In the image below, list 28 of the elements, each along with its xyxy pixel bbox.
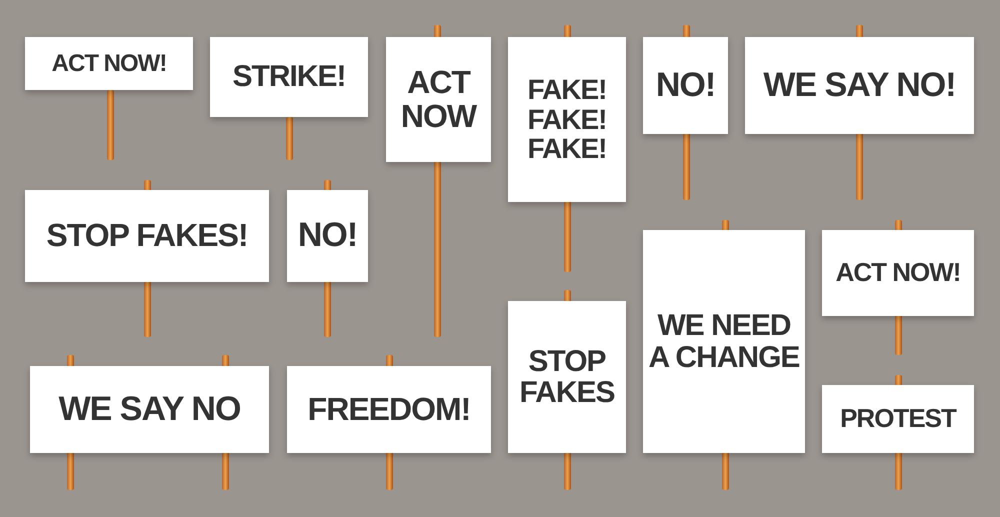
protest-sign [386,37,491,162]
sign-slogan: WE SAY NO! [763,68,956,104]
sign-slogan: NO! [298,218,358,254]
protest-sign [643,37,728,134]
sign-slogan: ACT NOW [400,66,478,134]
protest-sign [210,37,368,117]
sign-slogan: ACT NOW! [836,259,960,287]
sign-slogan: NO! [656,68,716,104]
sign-slogan: STRIKE! [232,61,346,93]
protest-sign [508,301,626,453]
protest-sign [745,37,974,134]
protest-sign [30,366,269,453]
sign-slogan: FREEDOM! [308,392,470,426]
sign-slogan: ACT NOW! [52,50,166,76]
protest-sign [25,37,193,90]
sign-slogan: WE NEED A CHANGE [648,310,800,373]
sign-slogan: PROTEST [840,405,956,433]
protest-sign [287,190,368,282]
protest-sign [287,366,491,453]
sign-slogan: STOP FAKES [518,346,616,408]
protest-sign [822,230,974,316]
protest-sign [508,37,626,202]
protest-sign [822,385,974,453]
sign-slogan: WE SAY NO [58,392,240,428]
protest-sign [25,190,269,282]
sign-slogan: FAKE! FAKE! FAKE! [526,75,608,164]
sign-slogan: STOP FAKES! [46,219,248,253]
protest-sign [643,230,805,453]
